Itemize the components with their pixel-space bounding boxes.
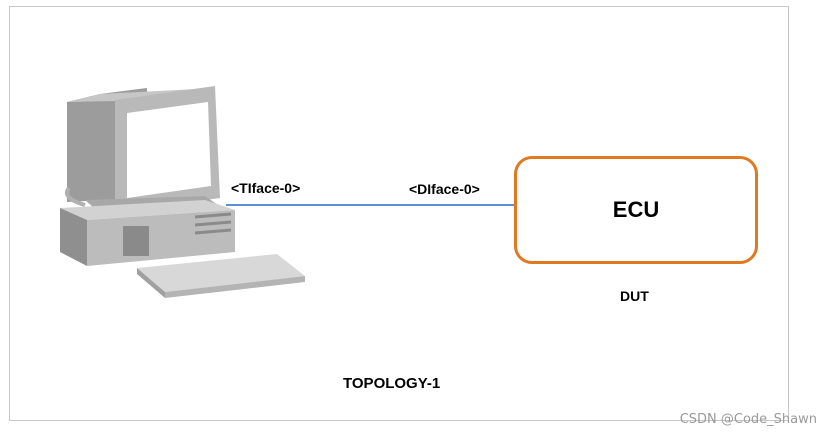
ecu-label: ECU xyxy=(612,197,660,222)
keyboard-front xyxy=(137,268,165,298)
terminal-interface-label: <TIface-0> xyxy=(231,180,301,196)
desktop-computer-icon xyxy=(60,86,305,298)
monitor-screen xyxy=(127,102,211,198)
cpu-side xyxy=(60,208,87,266)
cpu-drive-slot xyxy=(123,226,149,256)
diagram-frame xyxy=(9,6,789,421)
ecu-box: ECU xyxy=(514,156,758,264)
cpu-top xyxy=(60,200,235,220)
watermark: CSDN @Code_Shawn xyxy=(679,412,817,427)
dut-interface-label: <DIface-0> xyxy=(409,181,480,197)
keyboard-top xyxy=(137,254,305,292)
cpu-vent-3 xyxy=(194,228,232,235)
monitor-cable xyxy=(65,186,86,207)
connection-line xyxy=(226,204,514,206)
cpu-vent-1 xyxy=(194,212,232,219)
dut-label: DUT xyxy=(620,288,649,304)
cpu-vent-2 xyxy=(194,220,232,227)
topology-title: TOPOLOGY-1 xyxy=(343,375,441,392)
keyboard-edge xyxy=(165,276,305,298)
